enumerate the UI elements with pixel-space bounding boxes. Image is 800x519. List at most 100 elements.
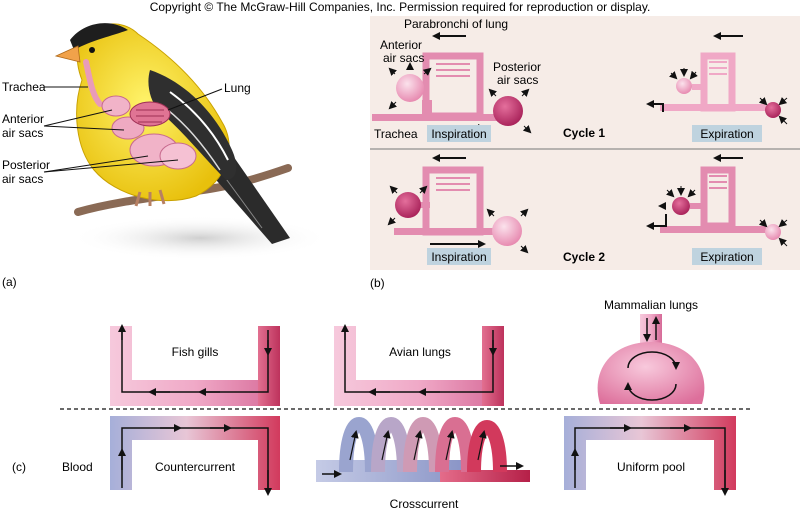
label-b-anterior-1: Anterior xyxy=(380,38,422,52)
c2e-compress-arrow xyxy=(687,188,697,198)
label-parabronchi: Parabronchi of lung xyxy=(404,17,508,31)
c2e-anterior-sac xyxy=(672,197,690,215)
c2i-trachea xyxy=(394,228,510,235)
bird-eye xyxy=(89,47,95,53)
c2e-parabronchi-lines xyxy=(709,175,727,189)
panel-c: Fish gills Countercurrent xyxy=(12,298,750,511)
c1e-anterior-sac xyxy=(676,78,692,94)
c1e-expiration-label: Expiration xyxy=(700,127,753,141)
c1e-flow-arrow-out xyxy=(646,100,664,112)
c1i-inspiration-box xyxy=(427,125,491,142)
c2e-flow-arrow-out xyxy=(646,214,667,230)
label-lung: Lung xyxy=(224,81,251,95)
c1i-expand-arrow xyxy=(488,88,498,98)
c2i-posterior-sac xyxy=(492,216,522,246)
wing-bar xyxy=(169,91,229,161)
c1e-expiration-box xyxy=(692,125,762,142)
label-avian-lungs: Avian lungs xyxy=(389,345,451,359)
fish-water-flow-path xyxy=(121,330,269,393)
bird-anterior-sac-1 xyxy=(101,95,131,117)
c2e-anterior-connector xyxy=(690,203,706,209)
bird-posterior-sac-2 xyxy=(159,142,197,170)
label-mammalian-lungs: Mammalian lungs xyxy=(604,298,698,312)
avian-capillary-loop xyxy=(339,417,379,473)
bird-beak xyxy=(54,45,81,63)
c1-inspiration: Inspiration xyxy=(372,32,532,142)
fish-water-channel xyxy=(110,326,280,406)
avian-capillary-loop xyxy=(371,417,411,473)
c2i-expand-arrow xyxy=(389,185,399,195)
c1i-anterior-connector xyxy=(422,100,432,116)
c1i-posterior-sac xyxy=(493,96,523,126)
label-posterior-2: air sacs xyxy=(2,172,43,186)
c2i-expand-arrow xyxy=(519,208,529,218)
label-b-anterior-2: air sacs xyxy=(383,51,424,65)
avian-air-channel xyxy=(334,326,504,406)
c2i-expand-arrow xyxy=(387,216,397,226)
c2i-inspiration-label: Inspiration xyxy=(431,250,486,264)
avian-blood-arrow xyxy=(413,430,423,461)
c1i-expand-arrow xyxy=(422,67,432,76)
lung-lines xyxy=(136,109,164,123)
label-anterior-1: Anterior xyxy=(2,112,44,126)
c1e-compress-arrow xyxy=(758,96,768,106)
label-blood: Blood xyxy=(62,460,93,474)
c2i-inspiration-box xyxy=(427,248,491,265)
c1i-inspiration-label: Inspiration xyxy=(431,127,486,141)
avian-blood-outlet xyxy=(440,470,530,482)
copyright-notice: Copyright © The McGraw-Hill Companies, I… xyxy=(150,0,651,14)
c1e-compress-arrow xyxy=(668,70,678,80)
label-anterior-2: air sacs xyxy=(2,126,43,140)
c2e-expiration-label: Expiration xyxy=(700,250,753,264)
avian-lungs-diagram: Avian lungs Crosscurrent xyxy=(316,324,530,511)
panel-b: Inspiration Parabronchi of lung Anterior… xyxy=(370,16,800,290)
avian-capillary-loop xyxy=(435,417,475,473)
avian-blood-arrow xyxy=(349,430,359,461)
c2e-trachea xyxy=(660,226,766,233)
c1-expiration: Expiration xyxy=(646,32,788,142)
bird-wing xyxy=(148,70,237,180)
c1i-expand-arrow xyxy=(388,100,398,110)
avian-blood-arrow xyxy=(477,430,487,461)
mammal-trachea xyxy=(640,314,662,344)
c2-expiration: Expiration xyxy=(646,154,788,265)
leader-lung xyxy=(167,88,223,111)
c1i-expand-arrow xyxy=(522,124,532,134)
c2-inspiration: Inspiration xyxy=(387,154,529,265)
avian-capillary-loop xyxy=(403,417,443,473)
label-posterior-1: Posterior xyxy=(2,158,50,172)
c1e-parabronchi-lines xyxy=(709,61,727,75)
c1e-posterior-sac xyxy=(765,102,781,118)
c1i-parabronchi-lines xyxy=(436,63,470,77)
panel-c-label: (c) xyxy=(12,460,26,474)
panel-b-label: (b) xyxy=(370,276,385,290)
c1i-expand-arrow xyxy=(520,88,530,98)
branch xyxy=(74,164,292,216)
c2i-parabronchi-lines xyxy=(436,177,470,191)
label-countercurrent: Countercurrent xyxy=(155,460,236,474)
avian-blood-arrow xyxy=(381,430,391,461)
c2e-compress-arrow xyxy=(665,188,675,198)
cycle1-label: Cycle 1 xyxy=(563,126,605,140)
mammalian-lungs-diagram: Mammalian lungs Uniform pool xyxy=(564,298,736,496)
c1e-compress-arrow xyxy=(778,115,788,125)
label-b-posterior-2: air sacs xyxy=(497,73,538,87)
avian-capillary-loop xyxy=(467,420,507,473)
c1i-trachea xyxy=(372,114,510,121)
c2i-expand-arrow xyxy=(486,208,496,218)
bird-shadow xyxy=(70,216,330,260)
c2e-expiration-box xyxy=(692,248,762,265)
c1e-compress-arrow xyxy=(689,70,698,80)
mammal-blood-channel xyxy=(564,416,736,490)
c1i-expand-arrow xyxy=(388,67,398,77)
label-b-posterior-1: Posterior xyxy=(493,60,541,74)
c2i-expand-arrow xyxy=(519,244,529,254)
leader-anterior-1 xyxy=(43,109,113,127)
fish-blood-channel xyxy=(110,416,280,490)
avian-blood-arrow xyxy=(445,430,455,461)
bird-lung xyxy=(129,101,171,127)
bird-cap xyxy=(70,23,128,50)
c2i-anterior-sac xyxy=(395,192,421,218)
